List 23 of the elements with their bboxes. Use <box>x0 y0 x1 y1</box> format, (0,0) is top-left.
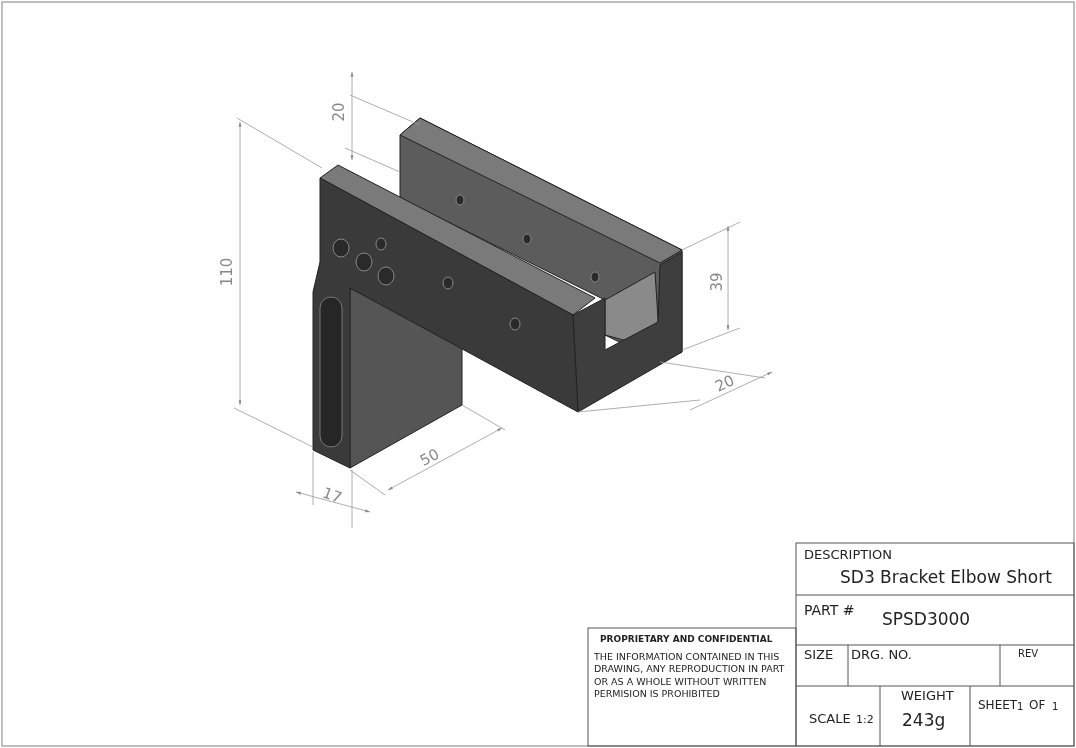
title-block-value: 1 <box>1017 701 1024 713</box>
title-block-label: WEIGHT <box>901 689 954 704</box>
dimension-value: 17 <box>320 484 344 508</box>
title-block-label: DRG. NO. <box>851 648 912 663</box>
dimension-value: 20 <box>712 372 738 396</box>
proprietary-note: THE INFORMATION CONTAINED IN THIS DRAWING, ANY REPRODUCTION IN PART OR AS A WHOLE WITHOUT WRITTEN PERMISION IS PROHIBITED <box>594 651 786 701</box>
title-block-value: 1 <box>1052 701 1059 713</box>
title-block-value: SPSD3000 <box>882 610 971 630</box>
title-block-label: SIZE <box>804 648 834 663</box>
title-block-label: OF <box>1029 699 1046 713</box>
dimension-value: 50 <box>417 445 443 471</box>
dimension-value: 20 <box>331 102 349 122</box>
title-block-value: SD3 Bracket Elbow Short <box>840 568 1052 588</box>
title-block-label: REV <box>1018 648 1039 660</box>
dimension-value: 39 <box>709 272 727 292</box>
note-heading: PROPRIETARY AND CONFIDENTIAL <box>600 634 773 645</box>
title-block-label: DESCRIPTION <box>804 548 892 563</box>
title-block-value: 243g <box>902 711 946 731</box>
title-block-label: PART # <box>804 602 855 619</box>
title-block-label: SHEET <box>978 699 1018 713</box>
title-block-value: 1:2 <box>856 714 874 727</box>
dimension-value: 110 <box>219 257 237 287</box>
title-block-label: SCALE <box>809 712 851 727</box>
